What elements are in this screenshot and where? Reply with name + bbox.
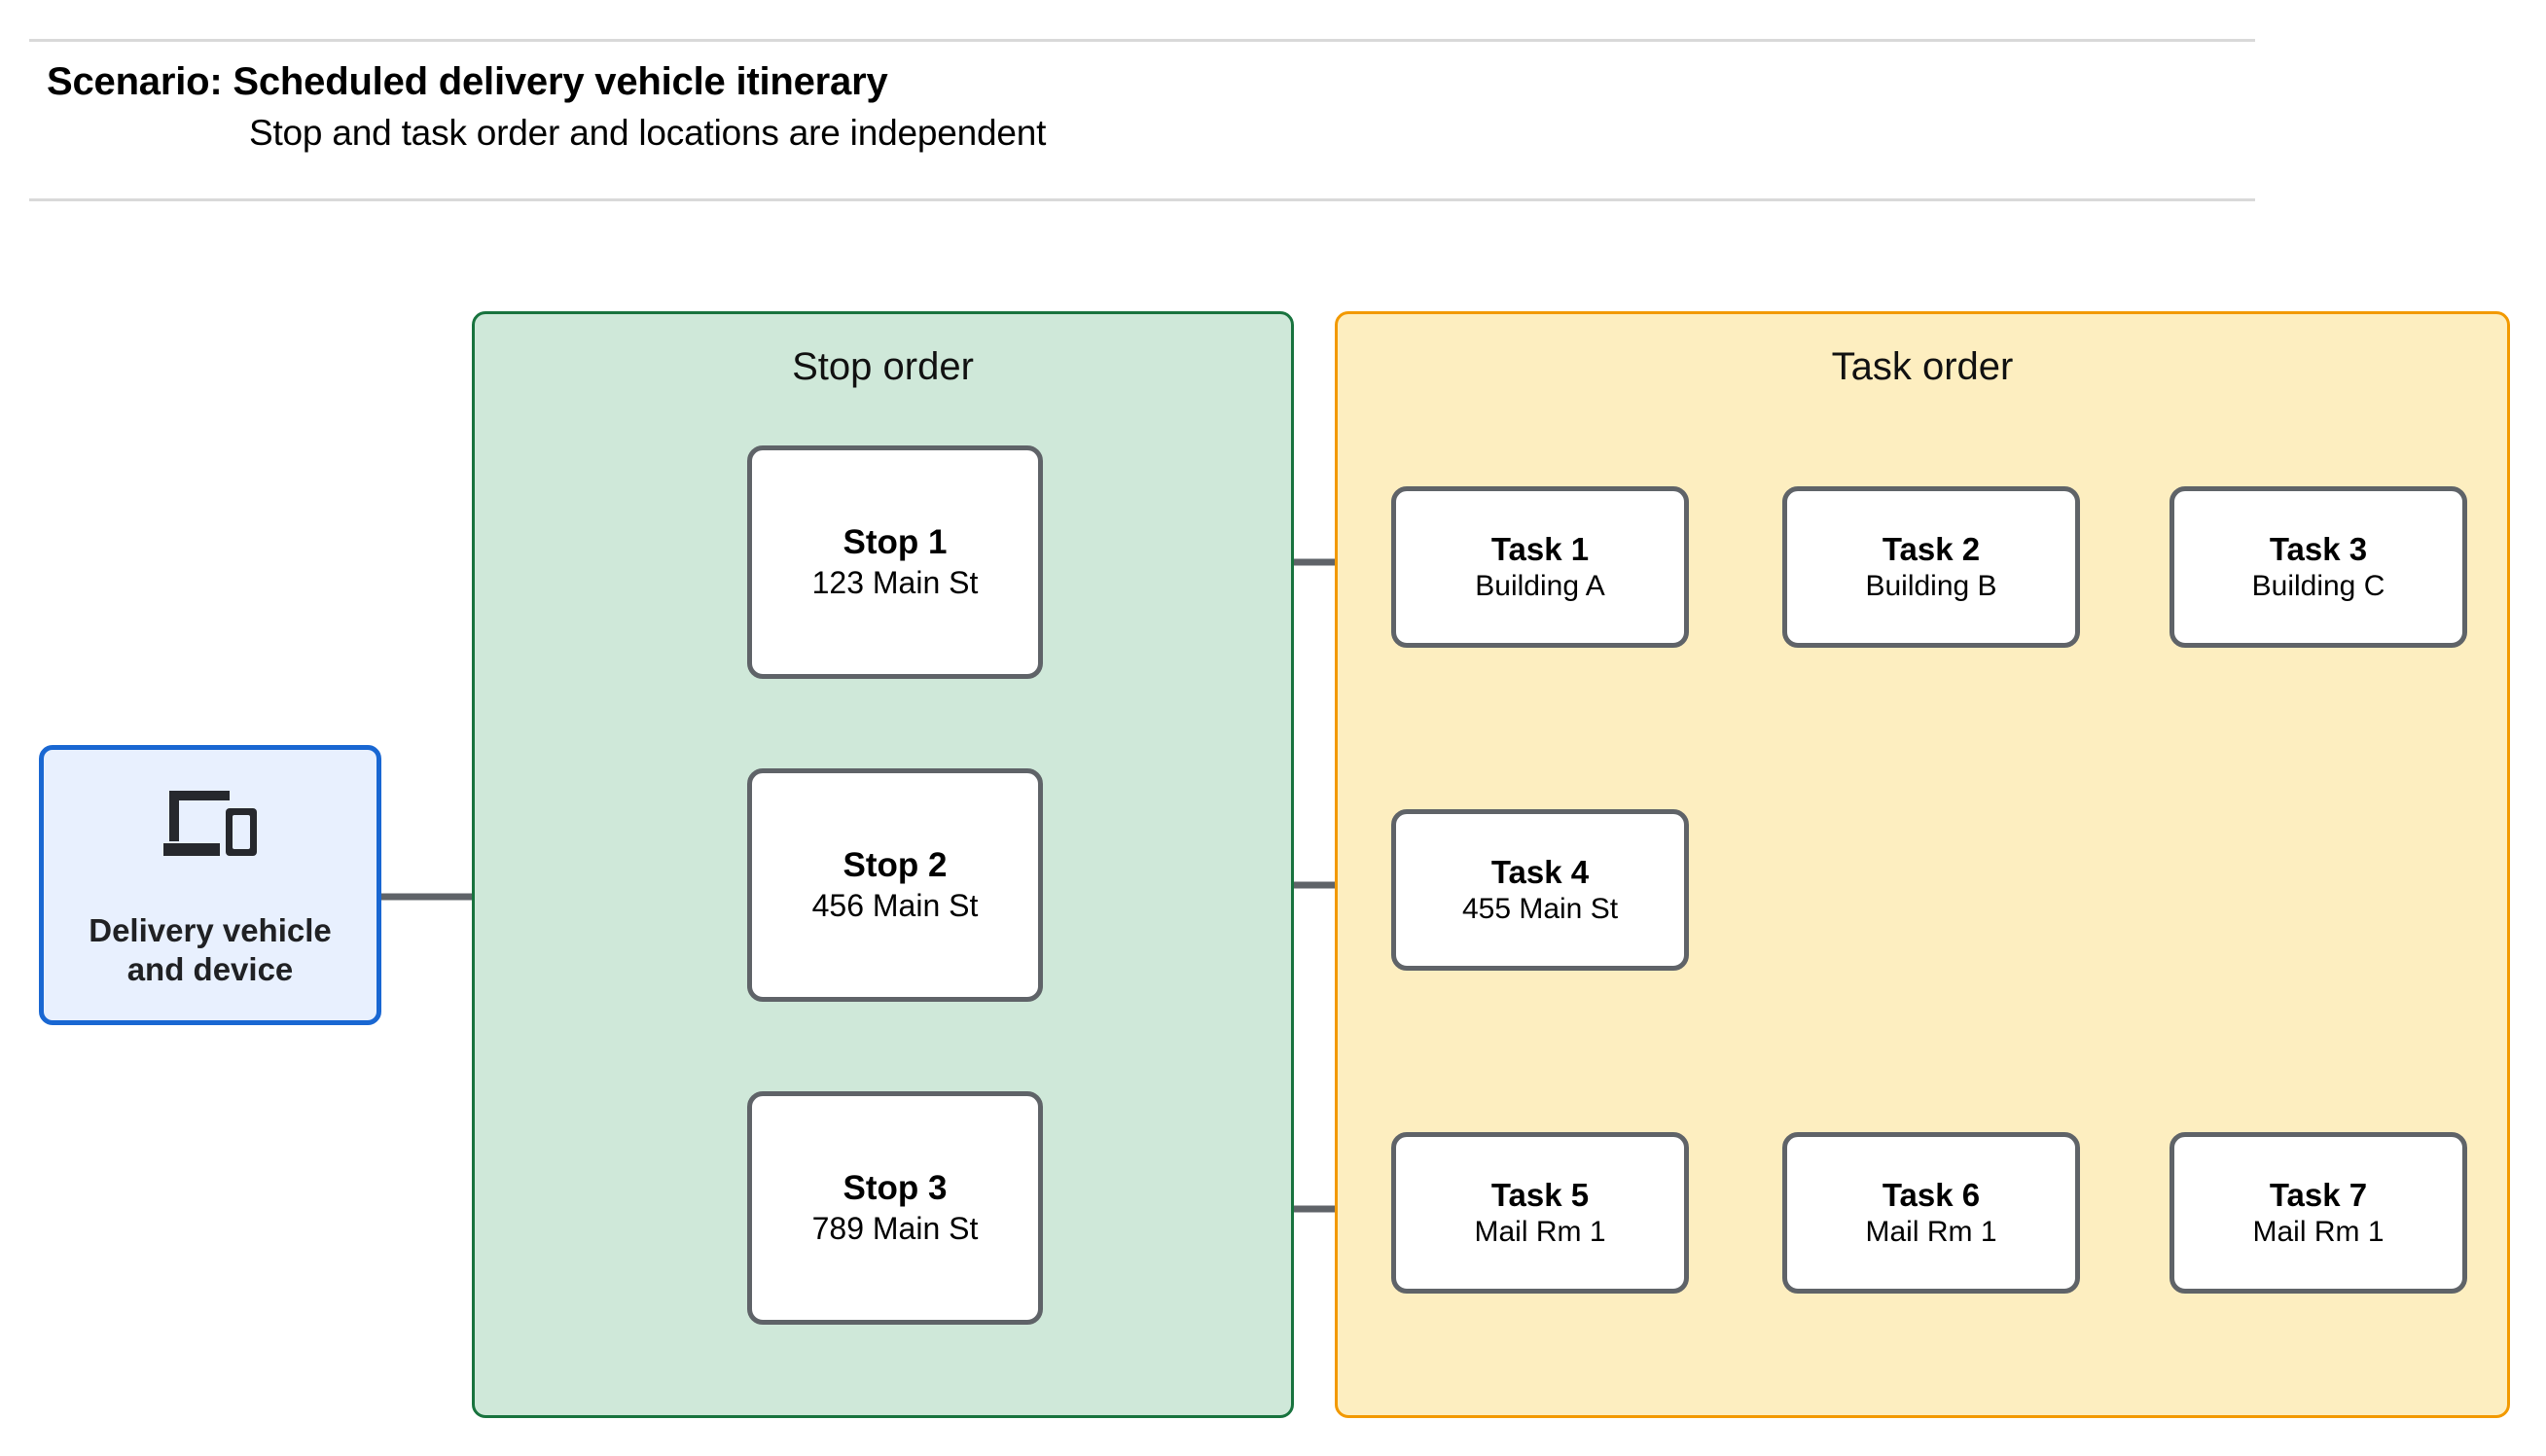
stop-node-2[interactable]: Stop 2 456 Main St	[747, 768, 1043, 1002]
task-node-6[interactable]: Task 6 Mail Rm 1	[1782, 1132, 2080, 1294]
task-node-location: 455 Main St	[1461, 892, 1619, 925]
stop-node-title: Stop 3	[843, 1169, 948, 1208]
task-node-title: Task 5	[1490, 1176, 1590, 1213]
task-node-title: Task 2	[1882, 530, 1981, 567]
task-node-location: Building C	[2251, 569, 2385, 602]
stop-order-panel-title: Stop order	[792, 345, 974, 388]
header-divider-top	[29, 39, 2255, 42]
stop-node-3[interactable]: Stop 3 789 Main St	[747, 1091, 1043, 1325]
stop-node-1[interactable]: Stop 1 123 Main St	[747, 445, 1043, 679]
delivery-vehicle-and-device-node[interactable]: Delivery vehicle and device	[39, 745, 381, 1025]
task-node-location: Building B	[1865, 569, 1997, 602]
page-subtitle: Stop and task order and locations are in…	[249, 113, 1047, 153]
task-node-title: Task 4	[1490, 853, 1590, 890]
task-node-3[interactable]: Task 3 Building C	[2169, 486, 2467, 648]
task-node-title: Task 7	[2269, 1176, 2368, 1213]
stop-node-title: Stop 1	[843, 523, 948, 562]
task-node-4[interactable]: Task 4 455 Main St	[1391, 809, 1689, 971]
stop-node-location: 456 Main St	[811, 887, 979, 923]
header-divider-bottom	[29, 198, 2255, 201]
stop-node-title: Stop 2	[843, 846, 948, 885]
task-node-5[interactable]: Task 5 Mail Rm 1	[1391, 1132, 1689, 1294]
task-node-title: Task 1	[1490, 530, 1590, 567]
task-order-panel-title: Task order	[1831, 345, 2014, 388]
task-node-2[interactable]: Task 2 Building B	[1782, 486, 2080, 648]
task-node-location: Mail Rm 1	[1474, 1215, 1606, 1248]
task-node-location: Mail Rm 1	[2252, 1215, 2385, 1248]
task-node-location: Building A	[1475, 569, 1605, 602]
stop-node-location: 123 Main St	[811, 564, 979, 600]
task-node-1[interactable]: Task 1 Building A	[1391, 486, 1689, 648]
task-node-location: Mail Rm 1	[1865, 1215, 1997, 1248]
delivery-vehicle-label: Delivery vehicle and device	[89, 912, 332, 988]
page-title: Scenario: Scheduled delivery vehicle iti…	[47, 60, 888, 103]
devices-icon	[163, 791, 257, 856]
stop-node-location: 789 Main St	[811, 1210, 979, 1246]
task-node-title: Task 3	[2269, 530, 2368, 567]
task-node-title: Task 6	[1882, 1176, 1981, 1213]
task-node-7[interactable]: Task 7 Mail Rm 1	[2169, 1132, 2467, 1294]
